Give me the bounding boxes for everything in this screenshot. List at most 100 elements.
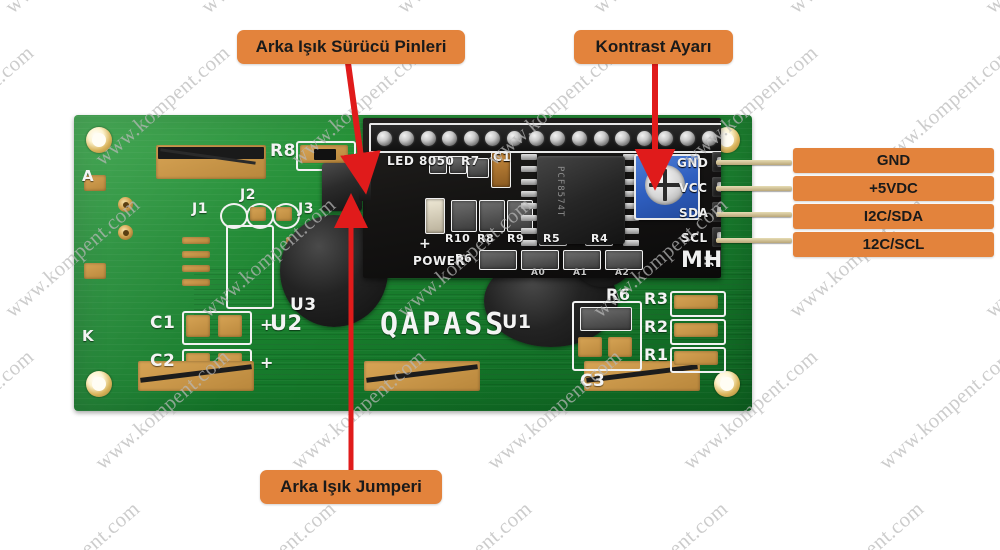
silk-bp-r4: R4	[591, 232, 609, 245]
pad-anode	[84, 175, 106, 191]
u3-pad-l1	[182, 237, 210, 244]
j3-pad	[272, 203, 300, 229]
watermark-text: www.kompent.com	[0, 40, 39, 171]
header-pin-scl[interactable]	[712, 227, 721, 247]
silk-c3: C3	[580, 371, 606, 391]
silk-r8: R8	[270, 141, 296, 161]
solder-joint	[507, 130, 523, 146]
lead-wire-scl	[716, 238, 792, 243]
ic-pins-left	[521, 154, 537, 246]
r3-outline	[670, 291, 726, 317]
solder-joint	[701, 130, 717, 146]
ic-marking: PCF8574T	[555, 166, 565, 218]
smd-part-a	[429, 156, 447, 174]
c3-pad-b	[608, 337, 632, 357]
smd-power-led	[425, 198, 445, 234]
watermark-text: www.kompent.com	[784, 496, 929, 550]
solder-joint	[485, 130, 501, 146]
smd-r7	[467, 158, 489, 178]
watermark-text: www.kompent.com	[874, 344, 1000, 475]
u3-pad-l3	[182, 265, 210, 272]
pin-label-sda[interactable]: I2C/SDA	[793, 204, 994, 229]
solder-joint	[571, 130, 587, 146]
silk-a: A	[82, 167, 95, 185]
watermark-text: www.kompent.com	[0, 496, 145, 550]
i2c-expander-ic: PCF8574T	[537, 156, 625, 244]
callout-contrast-adjust-label: Kontrast Ayarı	[595, 37, 712, 56]
c1-outline	[182, 311, 252, 345]
solder-joint	[398, 130, 414, 146]
pin-label-scl[interactable]: 12C/SCL	[793, 232, 994, 257]
r3-body	[674, 295, 718, 309]
pin-label-5vdc-text: +5VDC	[869, 180, 918, 197]
i2c-backpack-module: PCF8574T GND VCC SDA SCL LED 8050 R7 C1 …	[363, 118, 721, 278]
c3-pad-a	[578, 337, 602, 357]
j3-copper	[276, 207, 292, 221]
callout-backlight-jumper-label: Arka Işık Jumperi	[280, 477, 422, 496]
lead-wire-vcc	[716, 186, 792, 191]
via-left-1	[118, 197, 133, 212]
pin-label-gnd-text: GND	[876, 152, 911, 169]
silk-a0: A0	[531, 268, 546, 278]
callout-backlight-driver-pins[interactable]: Arka Işık Sürücü Pinleri	[237, 30, 465, 64]
solder-joint	[550, 130, 566, 146]
silk-a2: A2	[615, 268, 630, 278]
silk-pin-sda: SDA	[679, 206, 709, 220]
silk-c2: C2	[150, 351, 176, 371]
silk-bp-r10: R10	[445, 232, 471, 245]
silk-bp-r6: R6	[455, 252, 473, 265]
watermark-text: www.kompent.com	[392, 0, 537, 19]
u3-pad-l2	[182, 251, 210, 258]
solder-joint	[593, 130, 609, 146]
r8-chip	[314, 149, 336, 160]
c3-outline	[572, 301, 642, 371]
callout-backlight-jumper[interactable]: Arka Işık Jumperi	[260, 470, 442, 504]
solder-joint	[615, 130, 631, 146]
silk-plus-c2: +	[260, 353, 274, 372]
silk-bp-r8: R8	[477, 232, 495, 245]
pin-label-gnd[interactable]: GND	[793, 148, 994, 173]
solder-joint	[528, 130, 544, 146]
silk-bp-r7: R7	[461, 154, 480, 168]
smd-a2-jumper	[605, 250, 643, 270]
watermark-text: www.kompent.com	[588, 0, 733, 19]
smd-a0-jumper	[521, 250, 559, 270]
silk-plus-c1: +	[260, 315, 274, 334]
watermark-text: www.kompent.com	[980, 0, 1000, 19]
backlight-jumper-cap[interactable]	[322, 163, 371, 211]
silk-j2: J2	[240, 187, 256, 203]
watermark-text: www.kompent.com	[196, 0, 341, 19]
mounting-hole-top-left	[86, 127, 112, 153]
silk-led-8050: LED 8050	[387, 154, 455, 168]
silk-r3: R3	[644, 289, 669, 308]
silk-u1: U1	[502, 311, 532, 333]
smd-c1	[491, 152, 511, 188]
smd-r10	[451, 200, 477, 232]
watermark-text: www.kompent.com	[588, 496, 733, 550]
callout-contrast-adjust[interactable]: Kontrast Ayarı	[574, 30, 733, 64]
pin-label-5vdc[interactable]: +5VDC	[793, 176, 994, 201]
silk-j1: J1	[192, 201, 208, 217]
watermark-text: www.kompent.com	[196, 496, 341, 550]
silk-mh-mark: MH	[681, 248, 721, 273]
solder-joint	[442, 130, 458, 146]
solder-joint	[680, 130, 696, 146]
silk-power: POWER	[413, 254, 466, 268]
callout-backlight-driver-pins-label: Arka Işık Sürücü Pinleri	[255, 37, 447, 56]
silk-pin-vcc: VCC	[679, 181, 708, 195]
silk-u2: U2	[270, 311, 303, 335]
mounting-hole-bottom-left	[86, 371, 112, 397]
silk-r2: R2	[644, 317, 669, 336]
silk-c1: C1	[150, 313, 176, 333]
board-brand-qapass: QAPASS	[380, 307, 507, 342]
watermark-text: www.kompent.com	[980, 496, 1000, 550]
r1-body	[674, 351, 718, 365]
c1-pad-a	[186, 315, 210, 337]
silk-a1: A1	[573, 268, 588, 278]
watermark-text: www.kompent.com	[784, 0, 929, 19]
c1-pad-b	[218, 315, 242, 337]
lcd-16pin-solder-row	[369, 123, 721, 153]
lead-wire-sda	[716, 212, 792, 217]
silk-k: K	[82, 327, 95, 345]
